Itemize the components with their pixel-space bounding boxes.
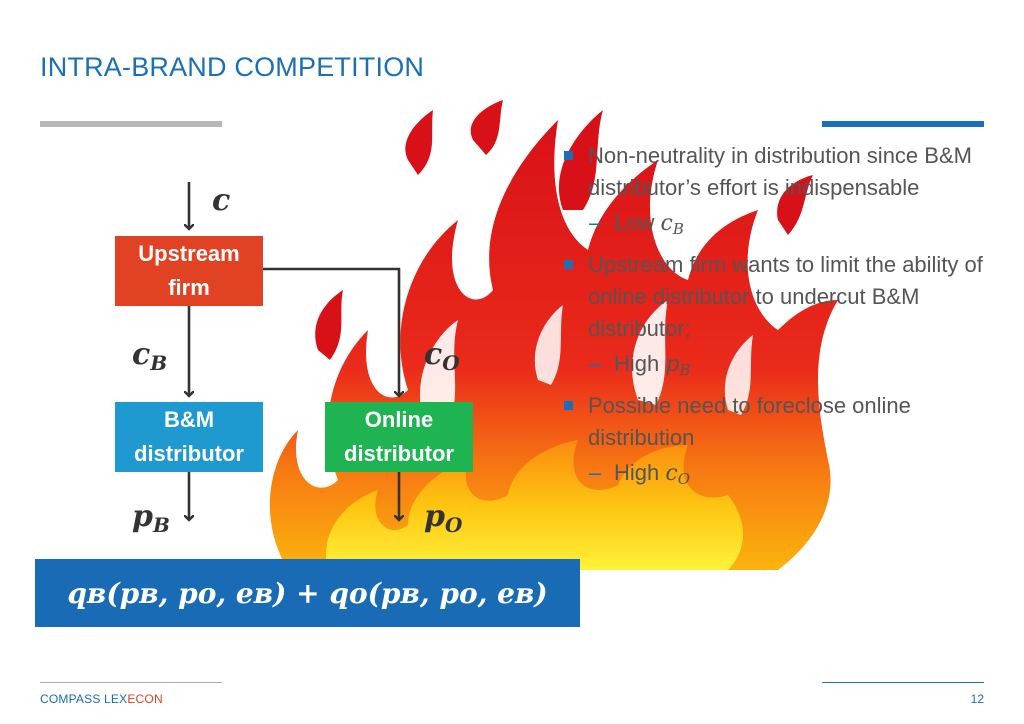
arrow-upstream-to-online [263,267,399,396]
cost-bm-label: cB [132,337,168,376]
dash-icon: – [589,351,602,376]
square-bullet-icon [564,260,573,269]
dash-icon: – [589,460,602,485]
page-number: 12 [970,692,984,706]
square-bullet-icon [564,151,573,160]
price-online-label: pO [424,499,463,538]
square-bullet-icon [564,401,573,410]
demand-formula: qʙ(pʙ, pᴏ, eʙ) + qᴏ(pʙ, pᴏ, eʙ) [67,576,548,610]
header-rule-blue [822,121,984,127]
header-rule-gray [40,121,222,127]
dash-icon: – [589,210,602,235]
demand-formula-bar: qʙ(pʙ, pᴏ, eʙ) + qᴏ(pʙ, pᴏ, eʙ) [35,559,580,627]
bullet-item: Non-neutrality in distribution since B&M… [562,140,992,204]
bullet-item: Possible need to foreclose online distri… [562,390,992,454]
price-bm-label: pB [132,499,170,538]
input-cost-label: c [212,183,231,218]
footer-rule-blue [822,682,984,683]
bullet-list: Non-neutrality in distribution since B&M… [562,140,992,499]
online-distributor-box: Online distributor [325,402,473,472]
sub-bullet-item: – Low cB [562,207,992,245]
sub-bullet-item: – High pB [562,348,992,386]
slide-title: INTRA-BRAND COMPETITION [40,52,425,82]
upstream-firm-box: Upstream firm [115,236,263,306]
footer-brand: COMPASS LEXECON [40,692,163,706]
cost-online-label: cO [424,337,460,376]
footer-rule-gray [40,682,222,683]
bm-distributor-box: B&M distributor [115,402,263,472]
bullet-item: Upstream firm wants to limit the ability… [562,249,992,345]
sub-bullet-item: – High cO [562,457,992,495]
